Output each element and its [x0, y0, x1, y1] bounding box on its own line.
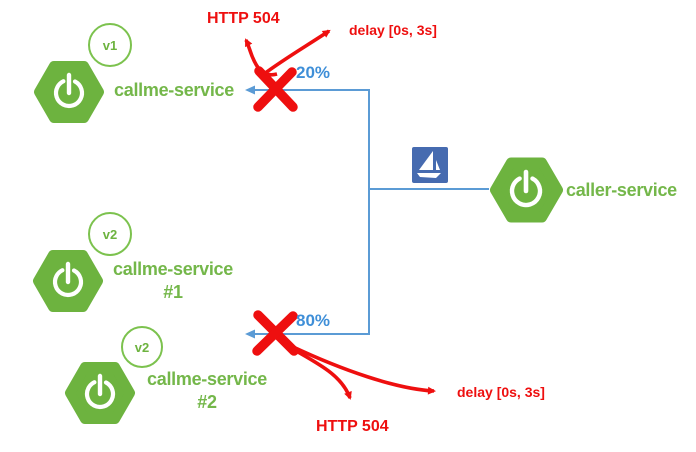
power-icon: [509, 169, 543, 208]
curve-arrow-to-http504-bottom: [285, 343, 352, 400]
spring-node-callme-v1: [34, 61, 104, 123]
route-percent-top: 20%: [296, 63, 331, 82]
fault-label-http504-bottom: HTTP 504: [316, 418, 389, 435]
version-badge-v1: v1: [88, 23, 132, 67]
istio-sailboat-icon: [412, 147, 448, 183]
curve-arrow-to-delay-top: [262, 29, 331, 76]
route-percent-bottom: 80%: [296, 311, 331, 330]
version-badge-v2b: v2: [121, 326, 163, 368]
spring-node-callme-v2a: [33, 250, 103, 312]
node-label-name: callme-service: [113, 259, 233, 279]
node-label-instance: #1: [163, 282, 183, 302]
fault-label-http504-top: HTTP 504: [207, 10, 280, 27]
flow-lines: [245, 85, 489, 339]
arrowhead-top-left-icon: [245, 85, 255, 95]
fault-label-delay-top: delay [0s, 3s]: [349, 22, 437, 38]
node-label-name: callme-service: [147, 369, 267, 389]
power-icon: [84, 373, 116, 410]
node-label-instance: #2: [197, 392, 217, 412]
power-icon: [53, 72, 85, 109]
curve-arrow-to-delay-bottom: [290, 344, 436, 395]
node-label-caller: caller-service: [566, 180, 677, 200]
version-badge-v2a: v2: [88, 212, 132, 256]
spring-node-callme-v2b: [65, 362, 135, 424]
flow-line-branches: [253, 89, 370, 335]
power-icon: [52, 261, 84, 298]
spring-node-caller: [490, 157, 563, 223]
node-label-callme-v2a: callme-service #1: [102, 258, 244, 304]
node-label-callme-v2b: callme-service #2: [136, 368, 278, 414]
fault-label-delay-bottom: delay [0s, 3s]: [457, 384, 545, 400]
fault-annotations-top: [244, 29, 331, 112]
fault-annotations-bottom: [252, 310, 436, 400]
arrowhead-bottom-left-icon: [245, 329, 255, 339]
node-label-callme-v1: callme-service: [114, 80, 234, 100]
error-x-icon: [253, 66, 298, 112]
